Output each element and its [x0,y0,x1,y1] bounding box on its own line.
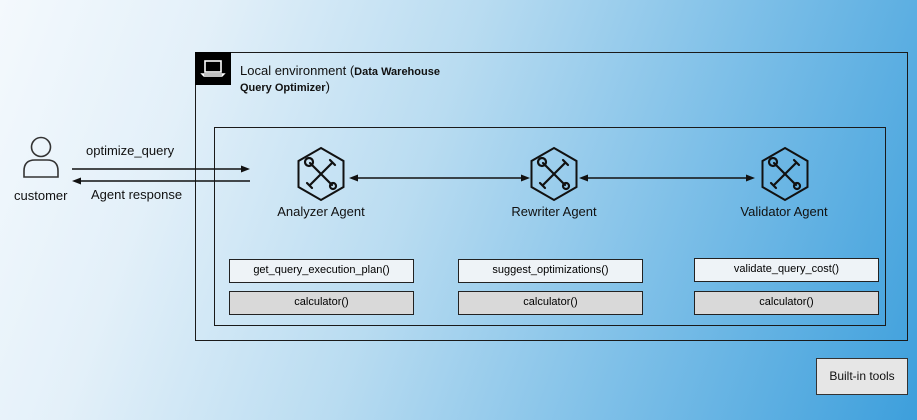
request-arrow [72,165,250,173]
environment-title: Local environment (Data Warehouse [240,63,440,78]
customer-label: customer [14,188,68,203]
request-label: optimize_query [86,143,175,158]
rewriter-agent-label: Rewriter Agent [511,204,597,219]
response-label: Agent response [91,187,183,202]
laptop-icon [195,52,231,85]
tools-hexagon-icon [297,146,345,202]
rewriter-validator-arrow [579,174,755,182]
response-arrow [72,177,250,185]
tool-calculator: calculator() [458,291,643,315]
tool-validate-query-cost: validate_query_cost() [694,258,879,282]
agents-container-box [214,127,886,326]
tool-calculator: calculator() [694,291,879,315]
tools-hexagon-icon [530,146,578,202]
validator-agent-label: Validator Agent [740,204,828,219]
environment-title-line2: Query Optimizer) [240,79,330,95]
tools-hexagon-icon [761,146,809,202]
user-icon [23,136,59,178]
local-environment-box [195,52,908,341]
tool-calculator: calculator() [229,291,414,315]
tool-suggest-optimizations: suggest_optimizations() [458,259,643,283]
tool-get-query-execution-plan: get_query_execution_plan() [229,259,414,283]
builtin-tools-legend: Built-in tools [816,358,908,395]
analyzer-rewriter-arrow [349,174,530,182]
analyzer-agent-label: Analyzer Agent [277,204,365,219]
